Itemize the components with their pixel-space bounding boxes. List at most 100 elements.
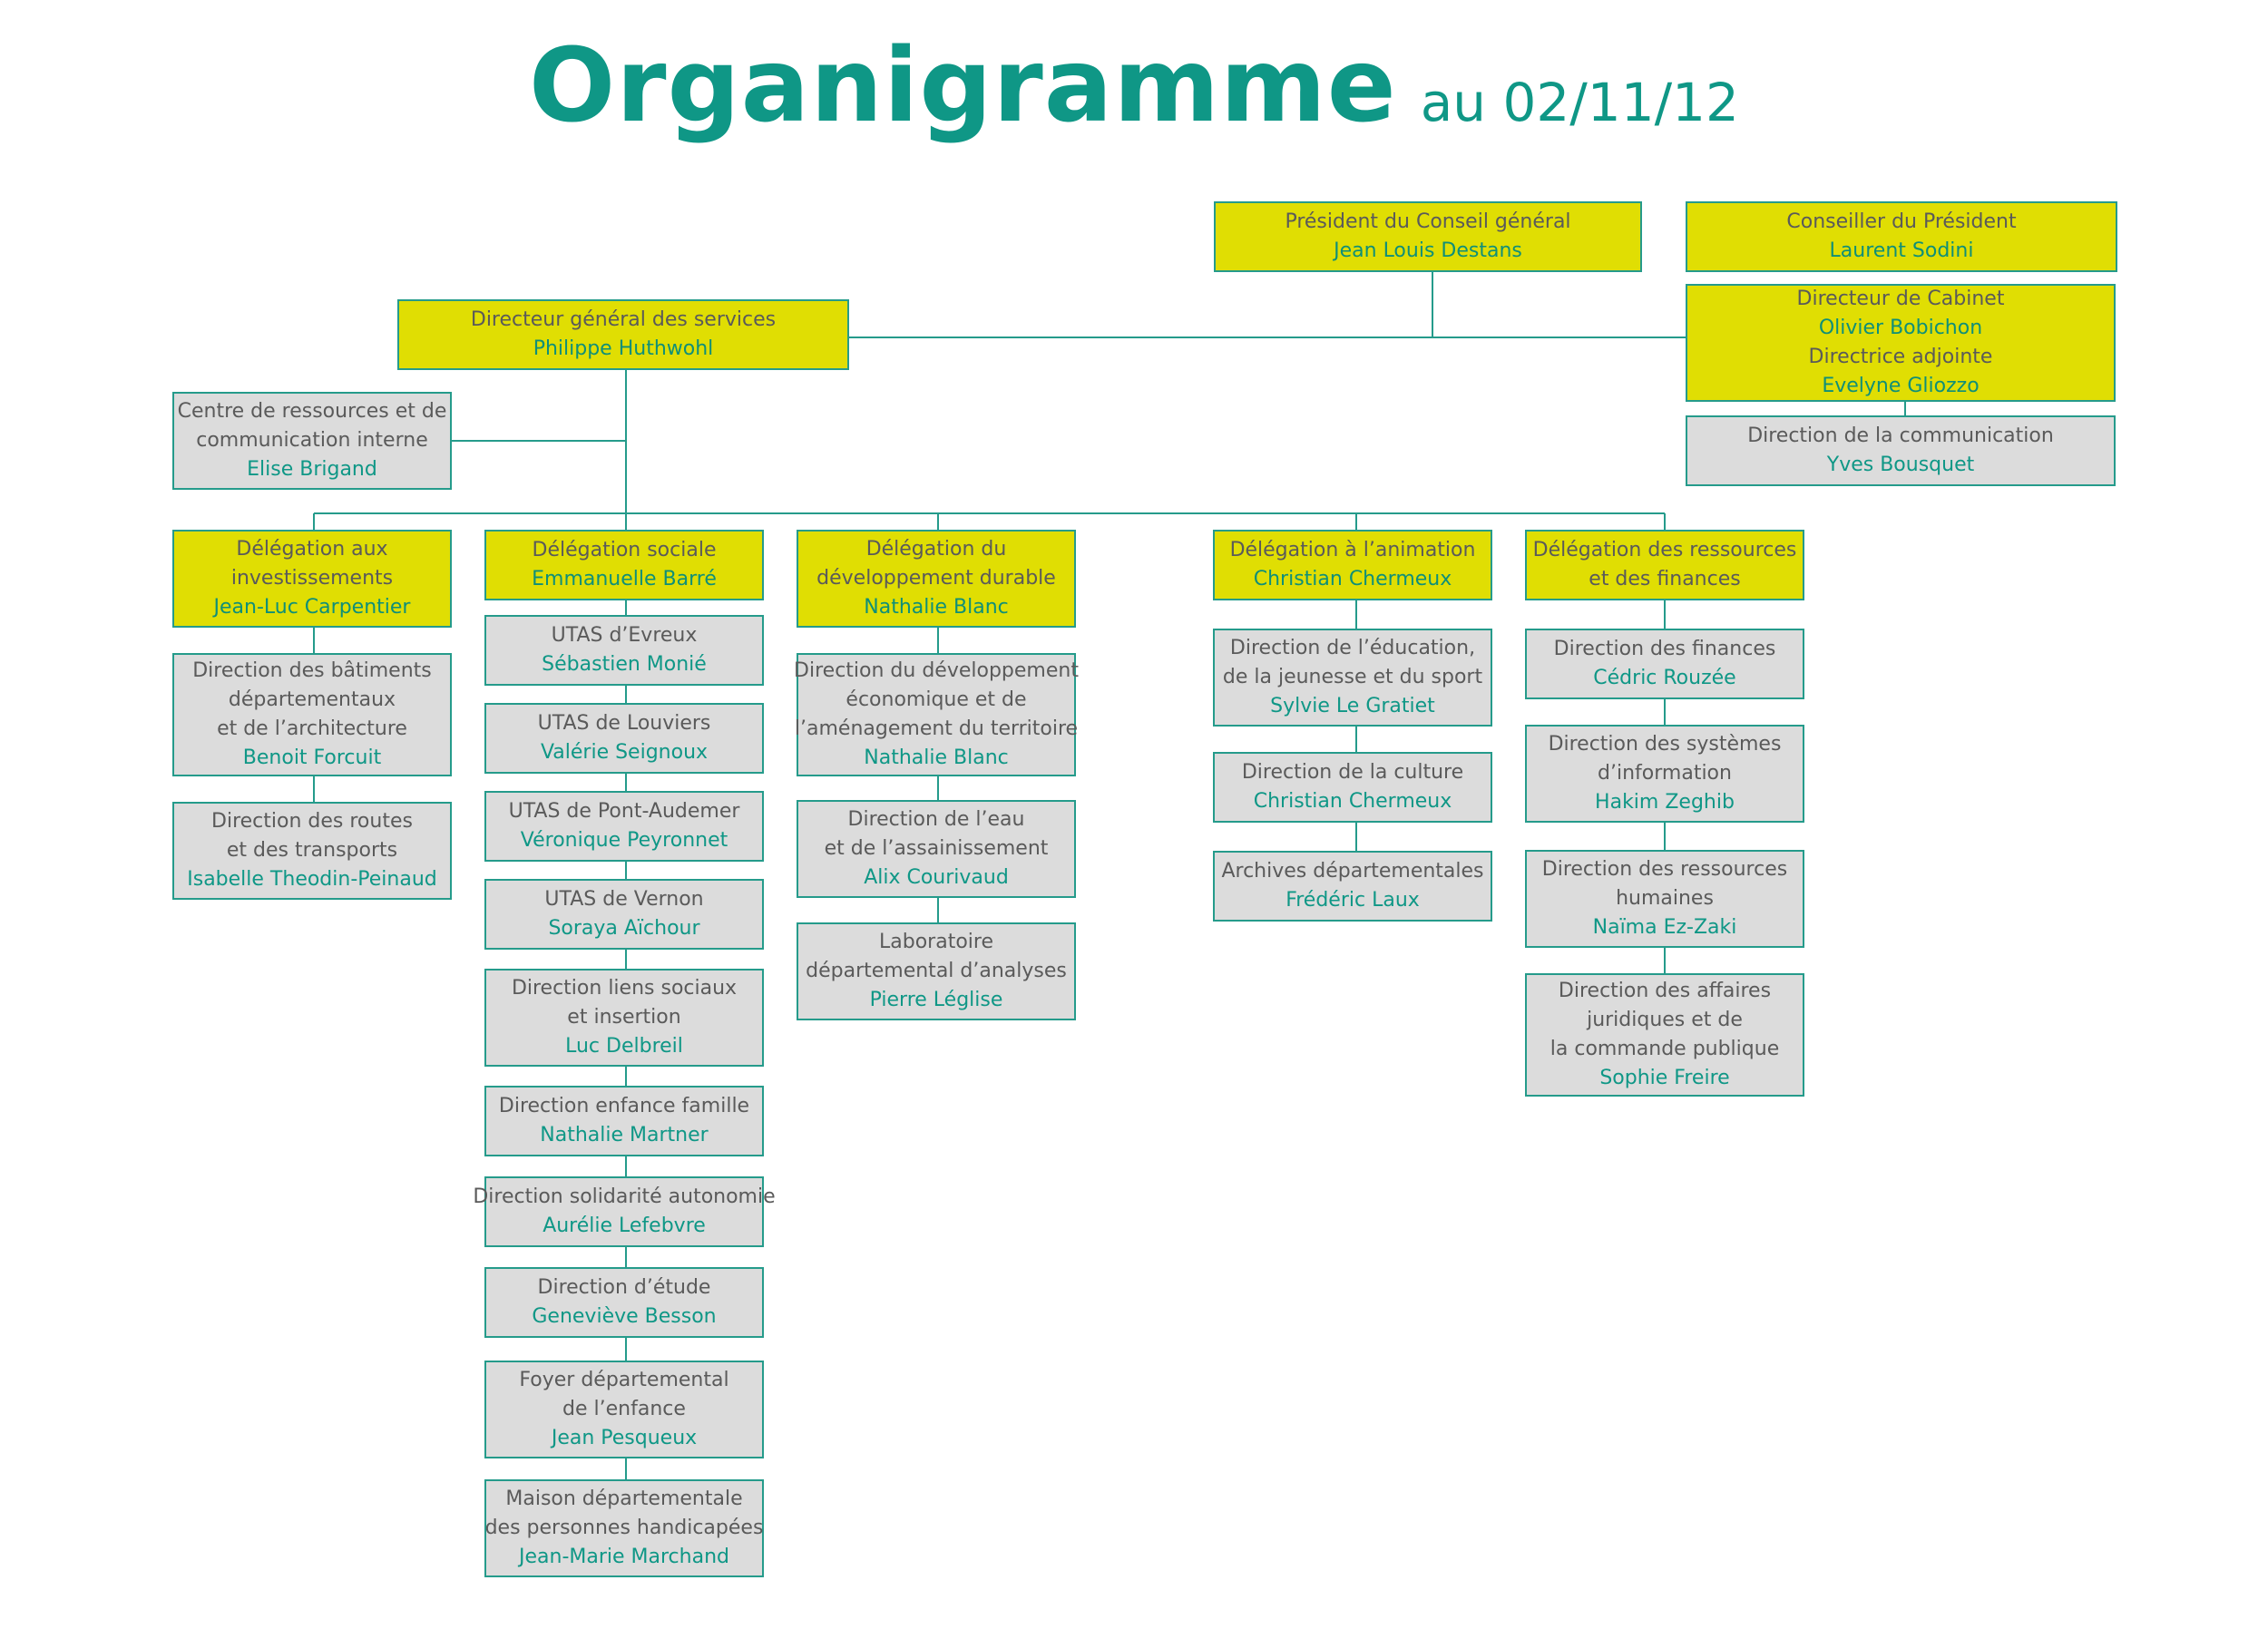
person-name: Jean-Luc Carpentier xyxy=(213,596,411,619)
unit-title: et des transports xyxy=(226,839,398,862)
person-name: Sébastien Monié xyxy=(542,653,707,676)
person-name: Olivier Bobichon xyxy=(1818,317,1983,339)
person-name: Geneviève Besson xyxy=(532,1305,717,1328)
unit-title: Directrice adjointe xyxy=(1808,346,1993,368)
unit-title: Direction solidarité autonomie xyxy=(473,1185,776,1208)
unit-title: Centre de ressources et de xyxy=(177,400,447,423)
unit-title: départemental d’analyses xyxy=(806,960,1067,982)
unit-title: et de l’assainissement xyxy=(824,837,1049,860)
unit-title: Maison départementale xyxy=(505,1488,743,1510)
page-date: au 02/11/12 xyxy=(1420,72,1739,133)
person-name: Nathalie Blanc xyxy=(864,596,1009,619)
box-dir-eau: Direction de l’eau et de l’assainissement… xyxy=(797,800,1076,898)
person-name: Yves Bousquet xyxy=(1826,454,1975,476)
unit-title: communication interne xyxy=(196,429,428,452)
unit-title: et insertion xyxy=(567,1006,681,1029)
unit-title: des personnes handicapées xyxy=(484,1517,764,1539)
unit-title: Directeur de Cabinet xyxy=(1796,288,2005,310)
unit-title: Direction du développement xyxy=(794,659,1079,682)
unit-title: développement durable xyxy=(816,567,1056,590)
person-name: Véronique Peyronnet xyxy=(520,829,728,852)
unit-title: Direction des ressources xyxy=(1541,858,1788,881)
unit-title: Laboratoire xyxy=(879,931,993,953)
person-name: Aurélie Lefebvre xyxy=(543,1214,706,1237)
header: Organigramme au 02/11/12 xyxy=(0,27,2268,145)
person-name: Benoit Forcuit xyxy=(242,746,382,769)
unit-title: Direction des finances xyxy=(1553,638,1776,660)
unit-title: de la jeunesse et du sport xyxy=(1222,666,1483,688)
person-name: Luc Delbreil xyxy=(565,1035,683,1058)
person-name: Pierre Léglise xyxy=(869,989,1003,1011)
unit-title: Directeur général des services xyxy=(470,308,777,331)
unit-title: Délégation des ressources xyxy=(1532,539,1797,561)
unit-title: humaines xyxy=(1616,887,1714,910)
unit-title: UTAS de Louviers xyxy=(537,712,711,735)
unit-title: investissements xyxy=(230,567,394,590)
person-name: Hakim Zeghib xyxy=(1595,791,1735,814)
person-name: Evelyne Gliozzo xyxy=(1822,375,1980,397)
person-name: Laurent Sodini xyxy=(1829,239,1974,262)
unit-title: Direction enfance famille xyxy=(498,1095,750,1117)
unit-title: Direction liens sociaux xyxy=(511,977,738,1000)
person-name: Cédric Rouzée xyxy=(1593,667,1736,689)
unit-title: UTAS de Vernon xyxy=(544,888,704,911)
box-dir-education: Direction de l’éducation, de la jeunesse … xyxy=(1213,629,1492,727)
person-name: Elise Brigand xyxy=(247,458,377,481)
person-name: Nathalie Martner xyxy=(540,1124,709,1146)
person-name: Nathalie Blanc xyxy=(864,746,1009,769)
person-name: Frédéric Laux xyxy=(1286,889,1420,912)
unit-title: Direction des bâtiments xyxy=(192,659,432,682)
unit-title: Direction des affaires xyxy=(1558,980,1772,1002)
page-title: Organigramme xyxy=(529,27,1397,145)
unit-title: juridiques et de xyxy=(1587,1009,1743,1031)
unit-title: Direction des systèmes xyxy=(1548,733,1782,756)
unit-title: Délégation aux xyxy=(236,538,388,561)
unit-title: UTAS de Pont-Audemer xyxy=(508,800,740,823)
person-name: Sophie Freire xyxy=(1599,1067,1730,1089)
box-maison: Maison départementale des personnes handi… xyxy=(484,1479,764,1577)
unit-title: Archives départementales xyxy=(1221,860,1484,883)
unit-title: la commande publique xyxy=(1549,1038,1780,1060)
person-name: Alix Courivaud xyxy=(864,866,1009,889)
person-name: Jean Louis Destans xyxy=(1334,239,1522,262)
unit-title: Direction des routes xyxy=(211,810,413,833)
person-name: Sylvie Le Gratiet xyxy=(1270,695,1435,717)
unit-title: Direction de l’eau xyxy=(847,808,1025,831)
unit-title: Délégation sociale xyxy=(532,539,717,561)
unit-title: Conseiller du Président xyxy=(1786,210,2017,233)
unit-title: l’aménagement du territoire xyxy=(794,717,1079,740)
box-centre: Centre de ressources et de communication … xyxy=(172,392,452,490)
unit-title: Direction de l’éducation, xyxy=(1229,637,1476,659)
person-name: Philippe Huthwohl xyxy=(533,337,714,360)
person-name: Christian Chermeux xyxy=(1253,568,1452,590)
unit-title: Direction de la culture xyxy=(1241,761,1464,784)
unit-title: de l’enfance xyxy=(562,1398,686,1420)
unit-title: Président du Conseil général xyxy=(1285,210,1571,233)
unit-title: et des finances xyxy=(1589,568,1741,590)
unit-title: UTAS d’Evreux xyxy=(551,624,698,647)
person-name: Christian Chermeux xyxy=(1253,790,1452,813)
person-name: Emmanuelle Barré xyxy=(532,568,717,590)
unit-title: Délégation du xyxy=(865,538,1007,561)
